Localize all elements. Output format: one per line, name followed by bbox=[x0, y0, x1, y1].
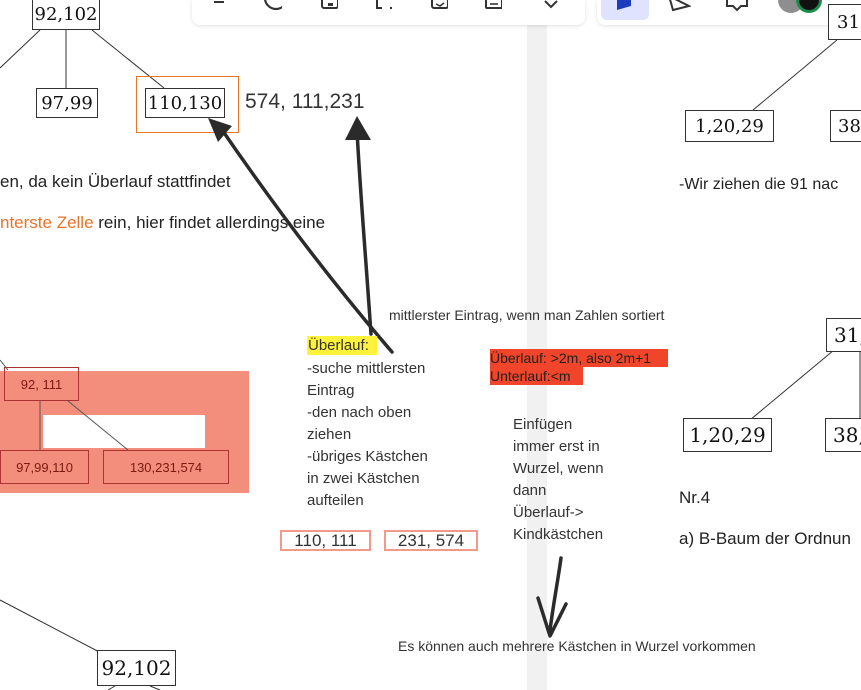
bottom-tree-label: 92,102 bbox=[101, 656, 172, 680]
red-tree-left-label: 97,99,110 bbox=[16, 459, 73, 475]
move-91-text: -Wir ziehen die 91 nac bbox=[679, 176, 839, 193]
red-tree-lines bbox=[0, 359, 129, 451]
right-root2-partial: 31, bbox=[826, 318, 861, 352]
cell-sentence-rest: rein, hier findet allerdings eine bbox=[93, 213, 326, 232]
right-tree-lines bbox=[749, 39, 861, 421]
image-icon[interactable] bbox=[430, 0, 448, 12]
red-tree-root: 92, 111 bbox=[4, 367, 79, 401]
left-tree-lines bbox=[0, 29, 165, 690]
right-root-box-partial: 31 bbox=[828, 4, 861, 40]
insert-note-line: immer erst in bbox=[513, 438, 600, 455]
right-box-label: 1,20,29 bbox=[695, 115, 764, 137]
tree-child-label: 97,99 bbox=[41, 92, 93, 114]
tree-child-box: 97,99 bbox=[36, 88, 98, 118]
insert-note-line: Kindkästchen bbox=[513, 526, 604, 543]
split-box-left: 110, 111 bbox=[280, 530, 371, 551]
step-line: Eintrag bbox=[307, 382, 355, 399]
select-icon[interactable] bbox=[374, 0, 392, 12]
note-icon[interactable] bbox=[320, 0, 338, 12]
undo-icon[interactable] bbox=[212, 0, 230, 12]
red-tree-white-gap bbox=[43, 415, 205, 448]
step-line: aufteilen bbox=[307, 492, 364, 509]
avatar-icon[interactable] bbox=[777, 0, 822, 14]
insert-note: Einfügen immer erst in Wurzel, wenn dann… bbox=[513, 414, 633, 546]
split-left-label: 110, 111 bbox=[294, 530, 357, 550]
toolbar-right bbox=[597, 0, 861, 25]
step-line: in zwei Kästchen bbox=[307, 470, 420, 487]
red-tree-right: 130,231,574 bbox=[103, 450, 229, 484]
cell-sentence: nterste Zelle rein, hier findet allerdin… bbox=[0, 213, 325, 233]
red-tree-left: 97,99,110 bbox=[0, 450, 89, 484]
right-box2-38-label: 38, bbox=[833, 423, 861, 447]
step-line: -suche mittlersten bbox=[307, 360, 426, 377]
pen-tool-active[interactable] bbox=[601, 0, 649, 20]
split-box-right: 231, 574 bbox=[384, 530, 478, 551]
tree-child-box-highlighted: 110,130 bbox=[145, 88, 225, 118]
insert-note-line: Überlauf-> bbox=[513, 504, 584, 521]
underflow-rule: Unterlauf:<m bbox=[490, 367, 583, 385]
toolbar-left bbox=[192, 0, 585, 25]
rule-block: Überlauf: >2m, also 2m+1 Unterlauf:<m bbox=[490, 349, 668, 385]
right-root-label: 31 bbox=[837, 11, 860, 33]
circle-icon[interactable] bbox=[264, 0, 282, 12]
insert-note-line: dann bbox=[513, 482, 547, 499]
overflow-sentence: en, da kein Überlauf stattfindet bbox=[0, 172, 231, 191]
right-box2-38-partial: 38, bbox=[825, 418, 861, 452]
overflow-highlight-label: Überlauf: bbox=[307, 336, 377, 355]
right-box2-label: 1,20,29 bbox=[689, 423, 766, 447]
right-box-38-partial: 38 bbox=[830, 110, 861, 142]
inserted-numbers: 574, 111,231 bbox=[245, 90, 365, 113]
annotation-middle-entry: mittlerster Eintrag, wenn man Zahlen sor… bbox=[389, 307, 665, 323]
red-tree-right-label: 130,231,574 bbox=[129, 459, 203, 475]
send-icon[interactable] bbox=[667, 0, 691, 12]
tree-root-label: 92,102 bbox=[34, 3, 98, 25]
nr4-heading: Nr.4 bbox=[679, 488, 711, 507]
right-root2-label: 31, bbox=[834, 323, 861, 347]
red-tree-root-label: 92, 111 bbox=[20, 376, 63, 392]
overflow-steps: -suche mittlersten Eintrag -den nach obe… bbox=[307, 358, 447, 512]
cell-sentence-highlight: nterste Zelle bbox=[0, 213, 94, 232]
right-box-label: 38 bbox=[838, 115, 861, 137]
highlighted-child-frame bbox=[136, 76, 239, 133]
tree-child-highlighted-label: 110,130 bbox=[147, 92, 223, 114]
right-box2-1-20-29: 1,20,29 bbox=[683, 418, 772, 452]
insert-note-line: Einfügen bbox=[513, 416, 573, 433]
tree-root-box: 92,102 bbox=[32, 0, 100, 30]
step-line: -den nach oben bbox=[307, 404, 412, 421]
split-right-label: 231, 574 bbox=[397, 530, 465, 550]
step-line: ziehen bbox=[307, 426, 352, 443]
task-a-text: a) B-Baum der Ordnun bbox=[679, 529, 851, 548]
page-icon[interactable] bbox=[484, 0, 502, 12]
overflow-rule: Überlauf: >2m, also 2m+1 bbox=[490, 349, 668, 367]
comment-icon[interactable] bbox=[725, 0, 749, 12]
bottom-tree-box: 92,102 bbox=[97, 650, 176, 686]
insert-note-line: Wurzel, wenn bbox=[513, 460, 604, 477]
right-box-1-20-29: 1,20,29 bbox=[685, 110, 774, 142]
pen-icon bbox=[617, 0, 631, 10]
chevron-down-icon[interactable] bbox=[542, 0, 560, 12]
bottom-note: Es können auch mehrere Kästchen in Wurze… bbox=[398, 638, 756, 654]
page-gutter bbox=[527, 0, 547, 690]
step-line: -übriges Kästchen bbox=[307, 448, 428, 465]
